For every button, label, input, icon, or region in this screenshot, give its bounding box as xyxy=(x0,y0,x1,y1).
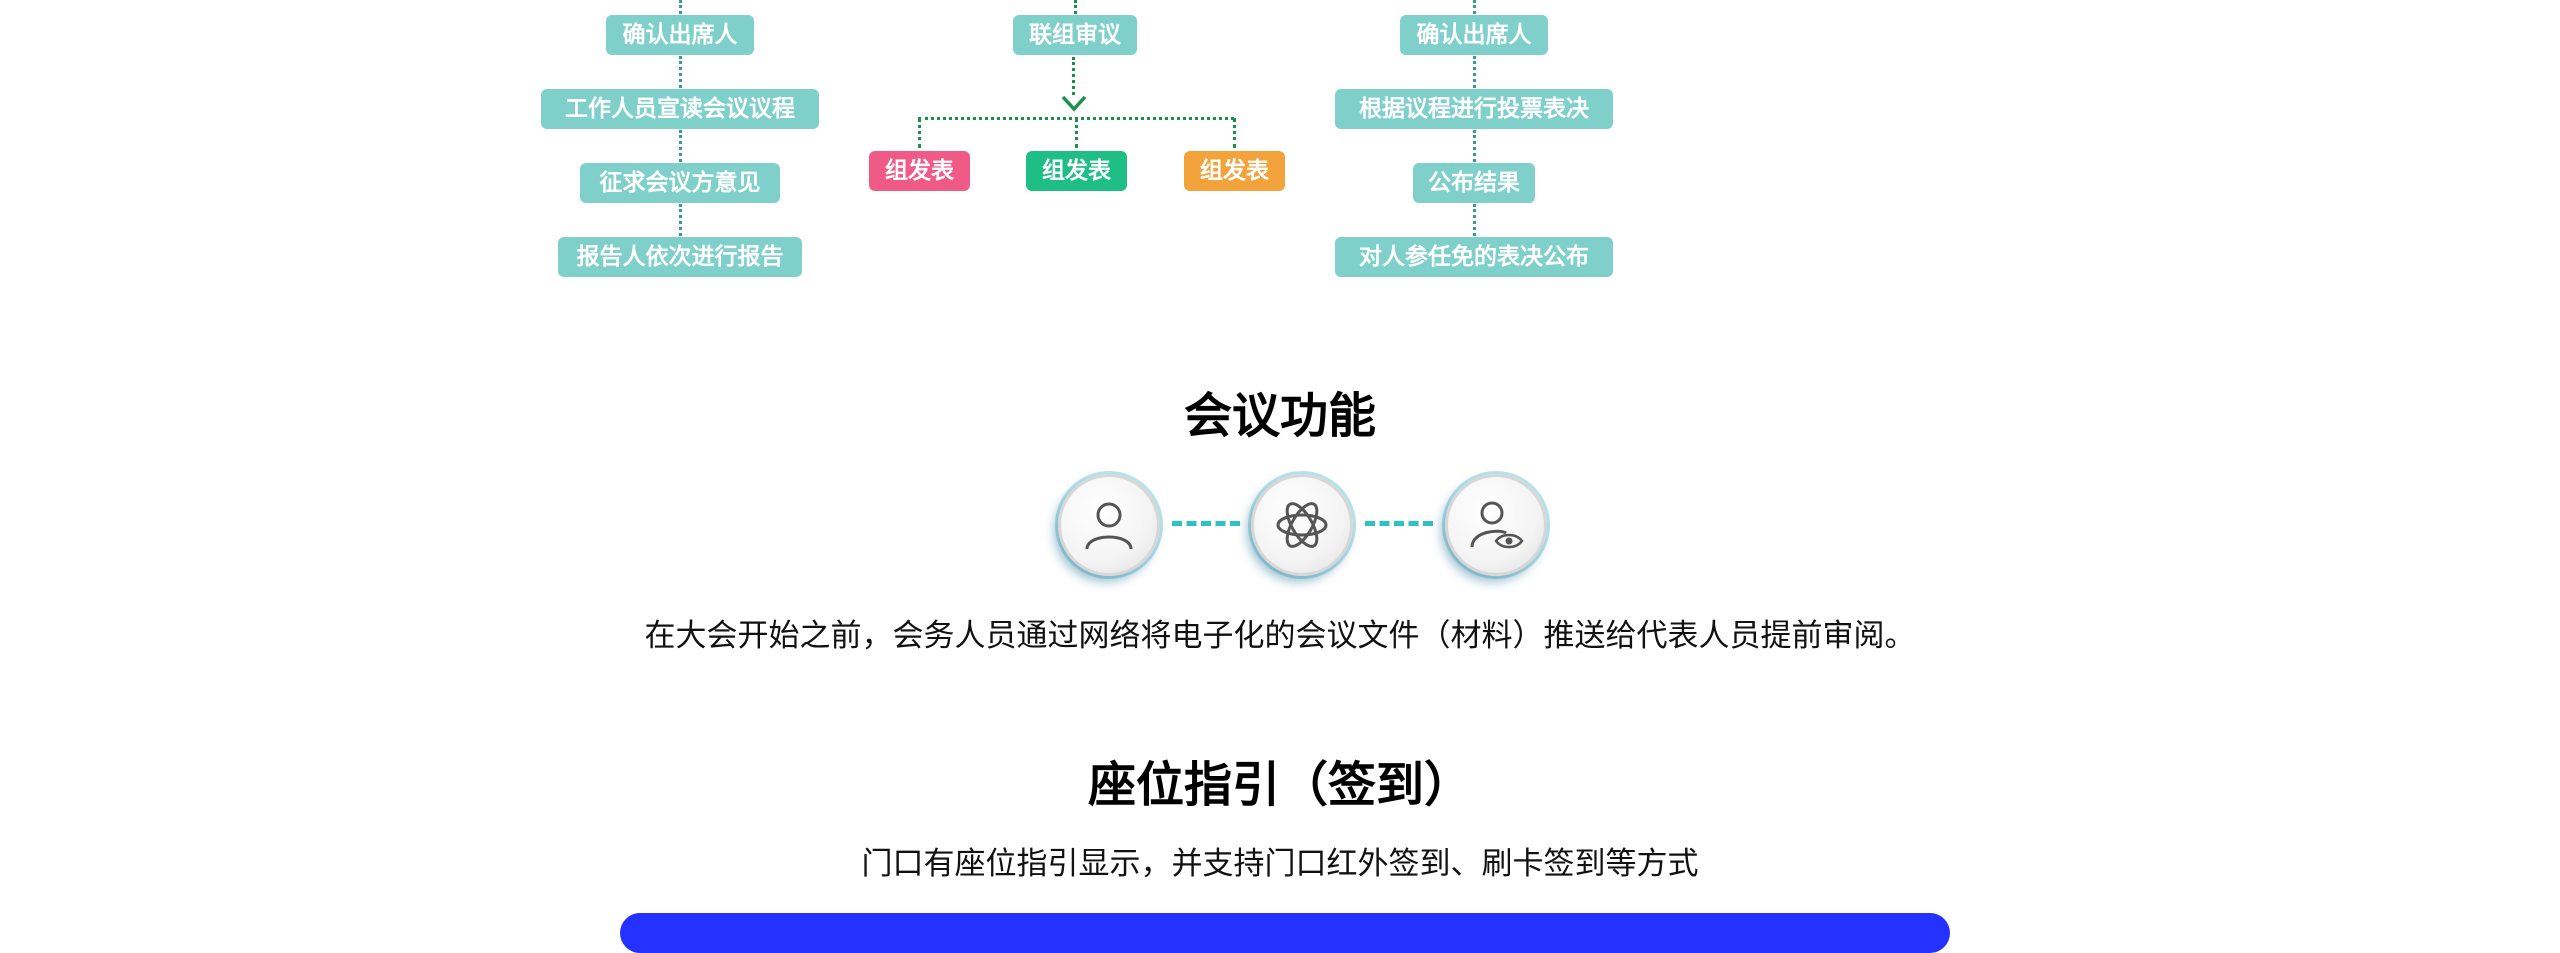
seat-guide-description: 门口有座位指引显示，并支持门口红外签到、刷卡签到等方式 xyxy=(861,846,1699,882)
right-flow-connector-3 xyxy=(1473,204,1476,236)
left-flow-connector-top xyxy=(679,0,682,14)
middle-flow-branch-center xyxy=(1075,118,1078,148)
right-flow-connector-2 xyxy=(1473,130,1476,162)
left-flow-connector-1 xyxy=(679,56,682,88)
left-flow-connector-3 xyxy=(679,204,682,236)
atom-icon xyxy=(1276,502,1328,548)
chevron-down-icon xyxy=(1061,95,1087,112)
meeting-function-title: 会议功能 xyxy=(1183,388,1376,444)
right-flow-step-3: 公布结果 xyxy=(1413,163,1535,203)
left-flow-step-2: 工作人员宣读会议议程 xyxy=(541,89,819,129)
middle-flow-connector-down xyxy=(1072,57,1075,95)
right-flow-connector-top xyxy=(1473,0,1476,14)
user-icon xyxy=(1085,502,1133,550)
middle-flow-step-joint-review: 联组审议 xyxy=(1013,15,1137,55)
right-flow-connector-1 xyxy=(1473,56,1476,88)
middle-flow-branch-right xyxy=(1233,118,1236,148)
connector-dash-1 xyxy=(1172,521,1240,526)
right-flow-step-1: 确认出席人 xyxy=(1400,15,1548,55)
meeting-function-description: 在大会开始之前，会务人员通过网络将电子化的会议文件（材料）推送给代表人员提前审阅… xyxy=(644,618,1916,654)
middle-flow-branch-pink: 组发表 xyxy=(869,151,970,191)
left-flow-step-1: 确认出席人 xyxy=(606,15,754,55)
user-view-icon xyxy=(1470,501,1524,549)
right-flow-step-4: 对人参任免的表决公布 xyxy=(1335,237,1613,277)
right-flow-step-2: 根据议程进行投票表决 xyxy=(1335,89,1613,129)
middle-flow-connector-top xyxy=(1074,0,1077,14)
seat-guide-banner xyxy=(620,913,1950,953)
left-flow-step-4: 报告人依次进行报告 xyxy=(558,237,802,277)
seat-guide-title: 座位指引（签到） xyxy=(1087,757,1472,813)
connector-dash-2 xyxy=(1365,521,1433,526)
left-flow-step-3: 征求会议方意见 xyxy=(580,163,780,203)
middle-flow-branch-green: 组发表 xyxy=(1026,151,1127,191)
user-icon-circle xyxy=(1058,474,1160,576)
user-view-icon-circle xyxy=(1445,474,1547,576)
left-flow-connector-2 xyxy=(679,130,682,162)
middle-flow-branch-left xyxy=(918,118,921,148)
middle-flow-branch-orange: 组发表 xyxy=(1184,151,1285,191)
atom-icon-circle xyxy=(1251,474,1353,576)
